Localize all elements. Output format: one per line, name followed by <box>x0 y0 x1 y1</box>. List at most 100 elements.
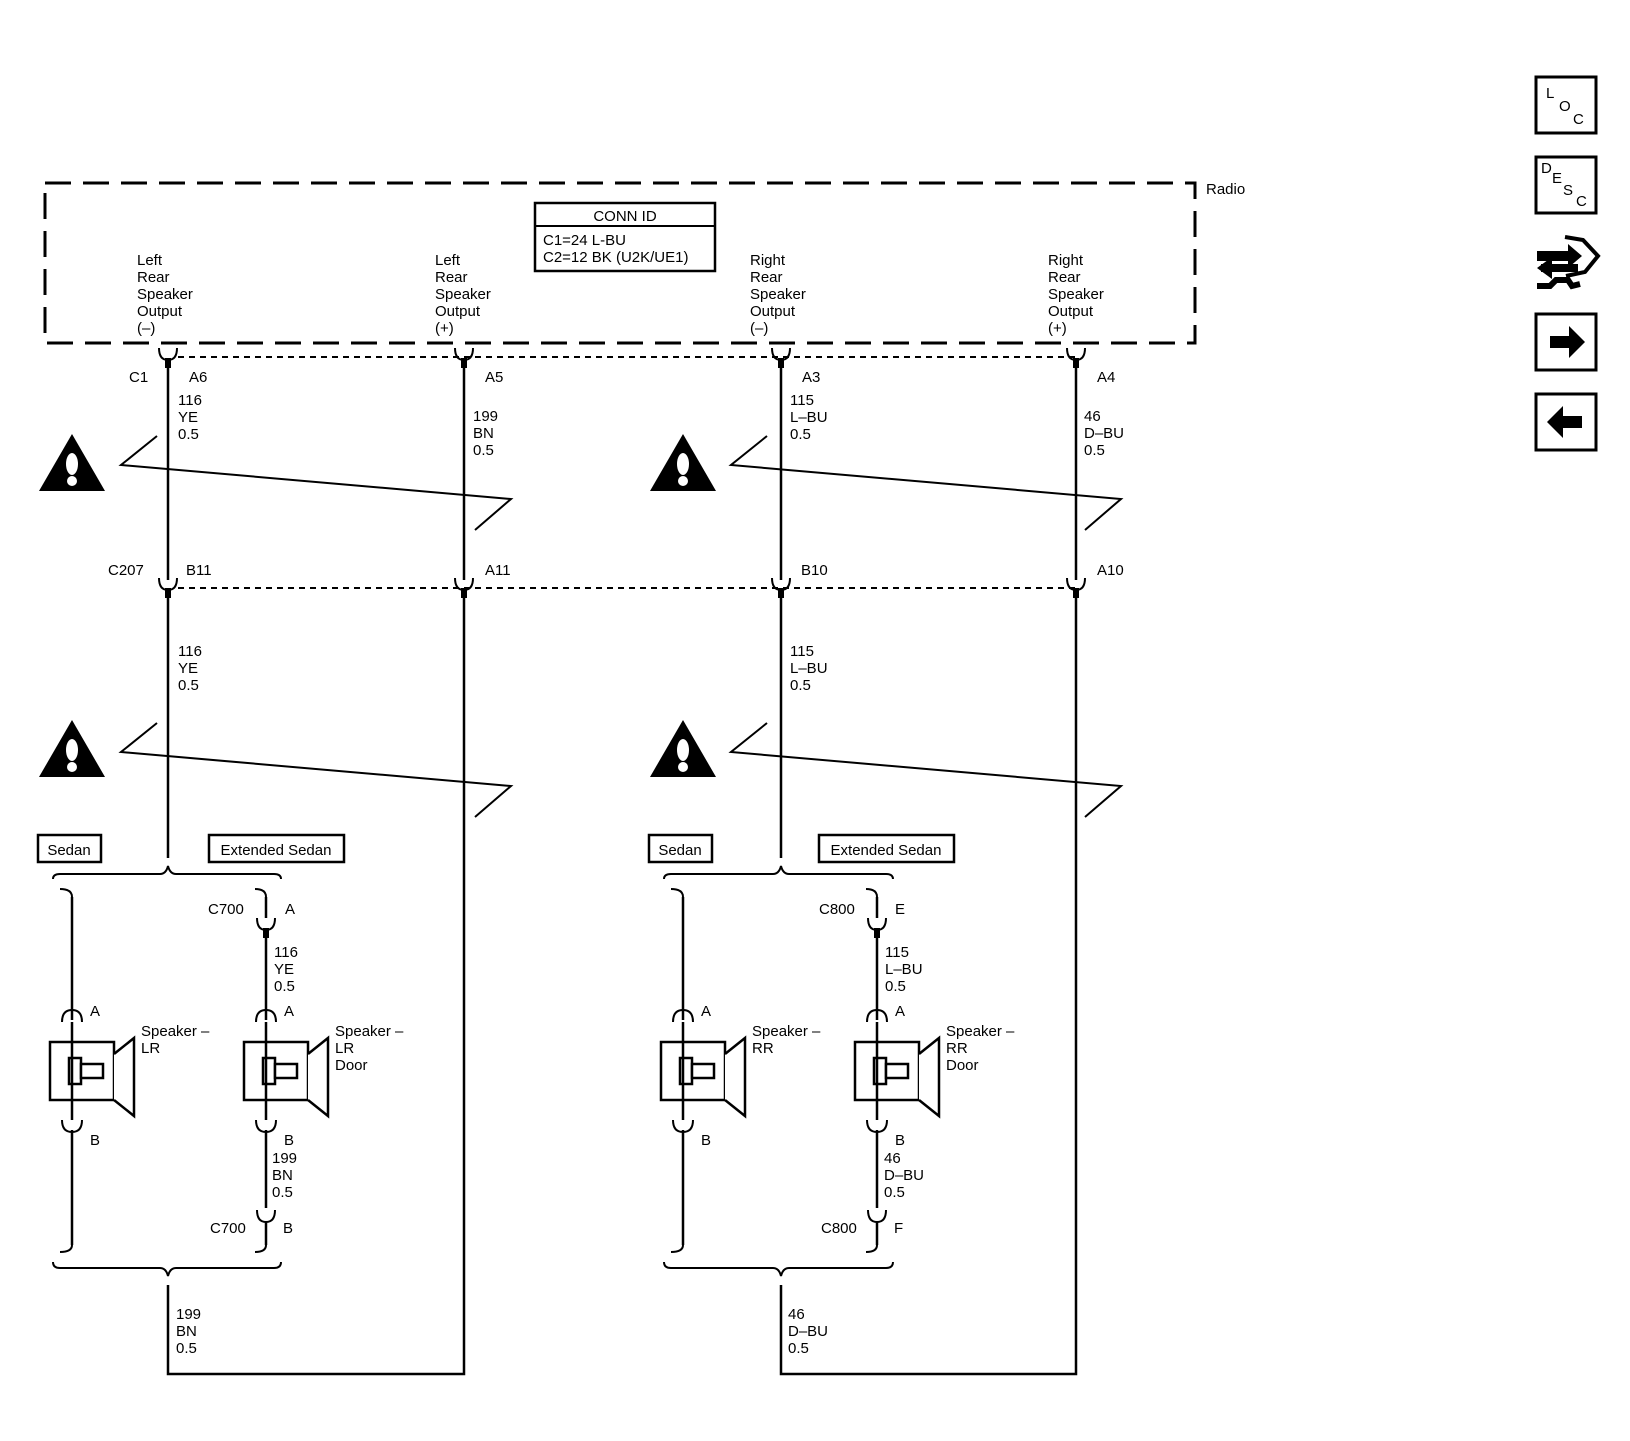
warning-icon <box>650 434 716 491</box>
svg-text:RR: RR <box>752 1040 774 1057</box>
svg-text:Right: Right <box>750 252 786 269</box>
twisted-pair-right-upper <box>728 435 1124 531</box>
wire-label-116-door: 116 YE 0.5 <box>274 944 298 995</box>
svg-text:BN: BN <box>272 1167 293 1184</box>
svg-text:0.5: 0.5 <box>884 1184 905 1201</box>
svg-text:0.5: 0.5 <box>1084 442 1105 459</box>
output-label-lr-pos: Left Rear Speaker Output (+) <box>435 252 491 337</box>
c207-pin-b11-label: B11 <box>186 562 212 579</box>
c1-pin-a4 <box>1066 347 1086 369</box>
svg-text:Extended Sedan: Extended Sedan <box>221 842 332 859</box>
svg-text:D: D <box>1541 160 1552 177</box>
arrow-right-icon <box>1550 326 1585 358</box>
wire-label-115-lower: 115 L–BU 0.5 <box>790 643 828 694</box>
c1-pin-a3 <box>771 347 791 369</box>
svg-text:(–): (–) <box>750 320 768 337</box>
c1-pin-a3-label: A3 <box>802 369 820 386</box>
arrow-left-icon <box>1547 406 1582 438</box>
svg-text:S: S <box>1563 182 1573 199</box>
svg-text:Speaker –: Speaker – <box>752 1023 821 1040</box>
svg-text:C: C <box>1573 111 1584 128</box>
svg-text:Extended Sedan: Extended Sedan <box>831 842 942 859</box>
svg-text:Output: Output <box>1048 303 1094 320</box>
svg-text:D–BU: D–BU <box>884 1167 924 1184</box>
speaker-lr-door-pin-b: B <box>284 1132 294 1149</box>
svg-text:YE: YE <box>178 660 198 677</box>
c207-pin-b11 <box>158 577 178 599</box>
svg-text:115: 115 <box>790 643 814 660</box>
svg-text:L–BU: L–BU <box>885 961 923 978</box>
connector-wrench-icon <box>1537 235 1601 290</box>
svg-text:L–BU: L–BU <box>790 409 828 426</box>
svg-text:YE: YE <box>178 409 198 426</box>
conn-id-box: CONN ID C1=24 L-BU C2=12 BK (U2K/UE1) <box>533 201 717 273</box>
svg-text:Speaker –: Speaker – <box>141 1023 210 1040</box>
c700-label-top: C700 <box>208 901 244 918</box>
c800-pin-f <box>867 1209 887 1245</box>
svg-text:46: 46 <box>788 1306 805 1323</box>
svg-text:D–BU: D–BU <box>1084 425 1124 442</box>
speaker-rr-label: Speaker – RR <box>752 1023 821 1057</box>
svg-text:LR: LR <box>335 1040 354 1057</box>
svg-text:0.5: 0.5 <box>178 677 199 694</box>
svg-text:0.5: 0.5 <box>274 978 295 995</box>
svg-text:Sedan: Sedan <box>47 842 90 859</box>
svg-text:E: E <box>1552 170 1562 187</box>
connector-tool-button[interactable] <box>1537 235 1601 290</box>
svg-text:0.5: 0.5 <box>178 426 199 443</box>
svg-text:0.5: 0.5 <box>788 1340 809 1357</box>
wire-label-199-lower: 199 BN 0.5 <box>176 1306 201 1357</box>
next-button[interactable] <box>1534 312 1598 372</box>
wire-199-return <box>166 598 466 1376</box>
twisted-pair-left-upper <box>118 435 514 531</box>
option-extended-left: Extended Sedan <box>207 833 346 864</box>
option-split-right-top <box>663 865 894 898</box>
output-label-rr-pos: Right Rear Speaker Output (+) <box>1048 252 1104 337</box>
svg-text:BN: BN <box>473 425 494 442</box>
warning-icon <box>650 720 716 777</box>
svg-text:Speaker –: Speaker – <box>335 1023 404 1040</box>
svg-text:115: 115 <box>790 392 814 409</box>
c207-pin-a11-label: A11 <box>485 562 511 579</box>
svg-text:0.5: 0.5 <box>790 426 811 443</box>
c800-pin-f-label: F <box>894 1220 903 1237</box>
speaker-lr <box>48 1036 136 1118</box>
option-sedan-left: Sedan <box>36 833 103 864</box>
svg-text:Right: Right <box>1048 252 1084 269</box>
radio-label: Radio <box>1206 181 1245 198</box>
c1-pin-a5-label: A5 <box>485 369 503 386</box>
twisted-pair-right-lower <box>728 722 1124 818</box>
svg-text:0.5: 0.5 <box>473 442 494 459</box>
svg-text:LR: LR <box>141 1040 160 1057</box>
svg-text:(+): (+) <box>1048 320 1067 337</box>
svg-text:Speaker: Speaker <box>435 286 491 303</box>
desc-button[interactable]: D E S C <box>1534 155 1598 215</box>
svg-text:199: 199 <box>473 408 498 425</box>
speaker-rr-door <box>853 1036 941 1118</box>
svg-text:Rear: Rear <box>137 269 170 286</box>
wire-label-116-upper: 116 YE 0.5 <box>178 392 202 443</box>
previous-button[interactable] <box>1534 392 1598 452</box>
speaker-rr-door-pin-a: A <box>895 1003 905 1020</box>
svg-text:(+): (+) <box>435 320 454 337</box>
option-sedan-right: Sedan <box>647 833 714 864</box>
svg-text:0.5: 0.5 <box>790 677 811 694</box>
speaker-lr-door-pin-a: A <box>284 1003 294 1020</box>
svg-text:Output: Output <box>750 303 796 320</box>
conn-id-line1: C1=24 L-BU <box>543 232 626 249</box>
svg-text:Output: Output <box>137 303 183 320</box>
radio-boundary <box>43 181 1197 345</box>
output-label-lr-neg: Left Rear Speaker Output (–) <box>137 252 193 337</box>
svg-text:116: 116 <box>178 392 202 409</box>
svg-text:Left: Left <box>137 252 163 269</box>
loc-button[interactable]: L O C <box>1534 75 1598 135</box>
svg-text:Speaker: Speaker <box>750 286 806 303</box>
wire-46-return <box>779 598 1078 1376</box>
svg-text:Rear: Rear <box>750 269 783 286</box>
speaker-lr-label: Speaker – LR <box>141 1023 210 1057</box>
c207-pin-b10-label: B10 <box>801 562 828 579</box>
svg-text:Door: Door <box>335 1057 368 1074</box>
svg-text:0.5: 0.5 <box>176 1340 197 1357</box>
svg-text:46: 46 <box>1084 408 1101 425</box>
c207-pin-b10 <box>771 577 791 599</box>
